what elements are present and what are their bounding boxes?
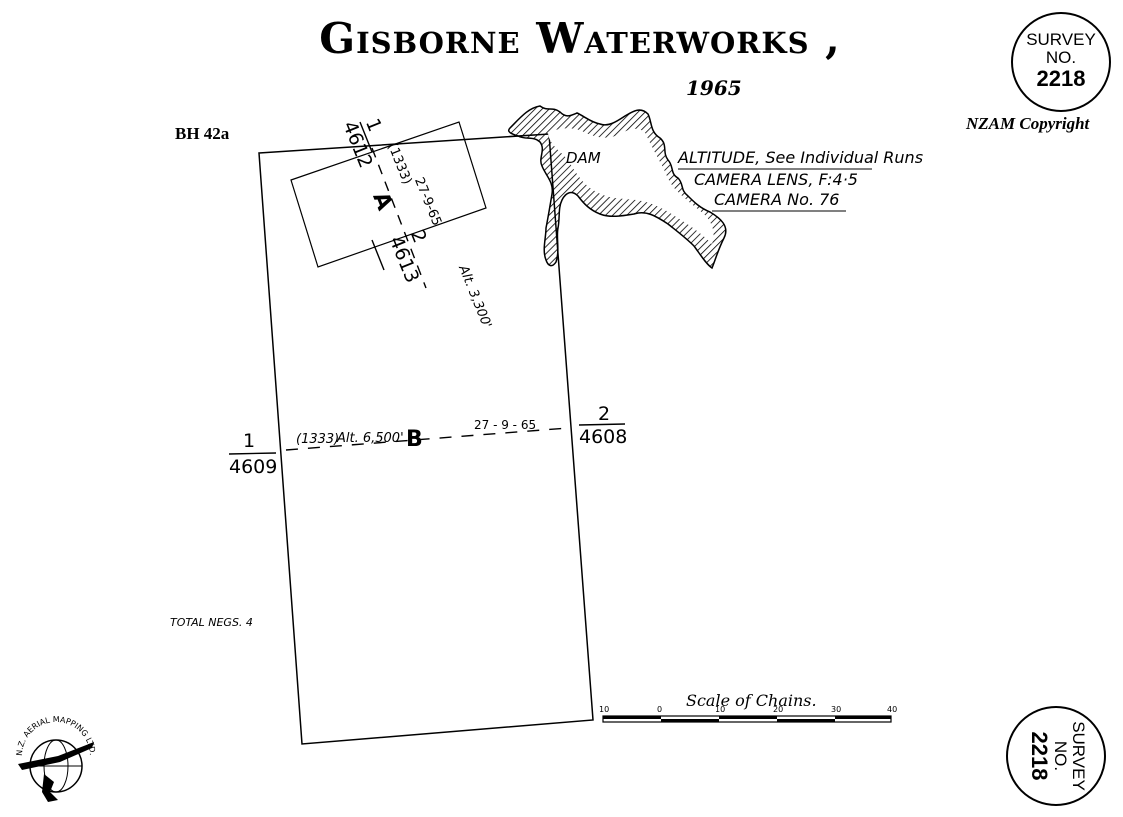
dam-label: DAM	[566, 149, 601, 167]
stamp-label: SURVEY	[1026, 30, 1096, 49]
run-b-start-run: 1	[243, 430, 255, 452]
scale-tick-label: 10	[715, 705, 725, 714]
map-year: 1965	[686, 76, 742, 100]
run-a-end-divider	[371, 239, 385, 271]
survey-stamp-top: SURVEY NO. 2218	[1011, 12, 1111, 112]
new-zealand-icon	[42, 774, 58, 802]
photo-frame-run-a	[290, 121, 487, 268]
stamp-no-label: NO.	[1045, 48, 1077, 67]
camera-no-note: CAMERA No. 76	[714, 190, 839, 209]
aeroplane-icon	[18, 742, 94, 770]
camera-lens-note: CAMERA LENS, F:4·5	[694, 170, 858, 189]
run-a-letter: A	[367, 189, 397, 214]
run-b-flight-line	[285, 427, 569, 451]
run-a-flight-line	[371, 147, 427, 289]
run-b-date: 27 - 9 - 65	[474, 418, 536, 432]
run-a-altitude: Alt. 3,300'	[455, 262, 494, 330]
dam-inner-water	[548, 128, 714, 244]
scale-bar: Scale of Chains. 10 0 10 20 30 40	[599, 691, 897, 723]
scale-tick-label: 10	[599, 705, 609, 714]
run-b-end-divider	[578, 423, 626, 426]
reference-code: BH 42a	[175, 124, 230, 143]
run-b-letter: B	[406, 427, 423, 452]
altitude-note: ALTITUDE, See Individual Runs	[677, 148, 923, 167]
scale-tick-label: 20	[773, 705, 783, 714]
scale-tick-label: 40	[887, 705, 897, 714]
run-b-start-neg: 4609	[229, 456, 277, 478]
run-b-film: (1333)	[296, 432, 339, 447]
map-title: Gisborne Waterworks ,	[319, 14, 841, 63]
scale-label: Scale of Chains.	[686, 691, 817, 710]
stamp-number: 2218	[1036, 66, 1086, 91]
run-a-start-divider	[359, 121, 373, 153]
scale-tick-label: 30	[831, 705, 841, 714]
run-a-date: 27-9-65	[411, 175, 444, 228]
run-a-film: (1333)	[384, 141, 414, 187]
run-b-altitude: Alt. 6,500'	[336, 431, 404, 446]
company-logo: N.Z. AERIAL MAPPING LTD.	[15, 715, 97, 802]
copyright-notice: NZAM Copyright	[966, 114, 1090, 133]
scale-tick-label: 0	[657, 705, 662, 714]
run-b-end-neg: 4608	[579, 426, 627, 448]
run-b-start-divider	[228, 452, 277, 455]
run-b-end-run: 2	[598, 403, 610, 425]
coverage-boundary	[258, 133, 594, 745]
total-negs: TOTAL NEGS. 4	[170, 616, 253, 629]
